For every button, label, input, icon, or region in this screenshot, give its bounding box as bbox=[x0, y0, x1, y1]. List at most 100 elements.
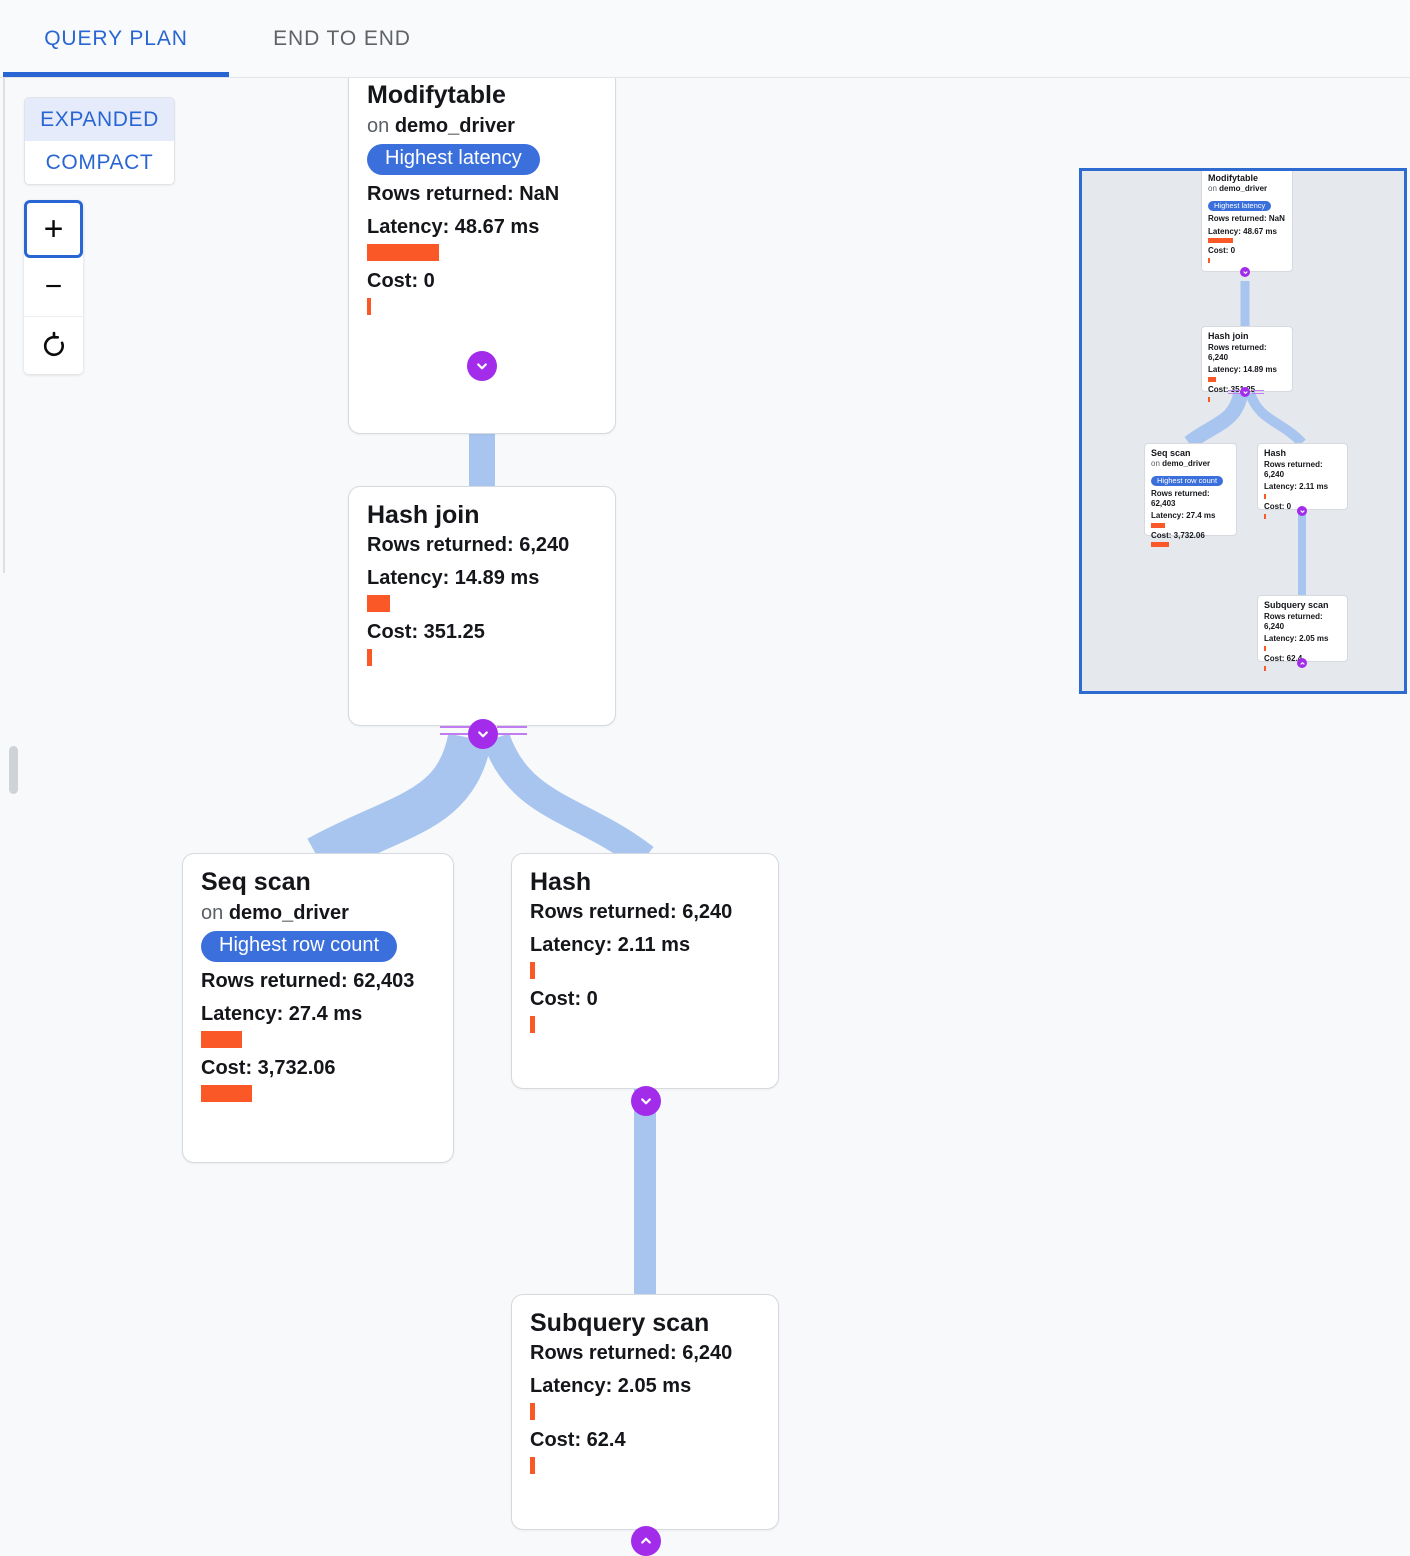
collapse-handle-modifytable[interactable] bbox=[467, 351, 497, 381]
cost-bar bbox=[1208, 396, 1210, 402]
rows-returned: Rows returned: NaN bbox=[367, 182, 560, 205]
cost-bar bbox=[1264, 665, 1266, 671]
tab-query-plan-label: QUERY PLAN bbox=[44, 26, 188, 50]
node-title: Hash join bbox=[1208, 331, 1249, 341]
node-title: Modifytable bbox=[1208, 173, 1259, 183]
cost-bar bbox=[530, 1015, 535, 1033]
plan-node-subquery-scan[interactable]: Subquery scan Rows returned: 6,240 Laten… bbox=[511, 1294, 779, 1530]
latency-bar bbox=[1208, 377, 1216, 383]
cost-metric: Cost: 3,732.06 bbox=[1151, 530, 1205, 540]
rows-returned: Rows returned: 6,240 bbox=[1208, 343, 1267, 362]
latency-metric: Latency: 48.67 ms bbox=[1208, 226, 1277, 236]
collapse-handle-subquery-scan[interactable] bbox=[631, 1526, 661, 1556]
node-on-prefix: on bbox=[367, 114, 395, 137]
latency-bar bbox=[367, 243, 439, 261]
latency-metric: Latency: 2.05 ms bbox=[1264, 634, 1329, 644]
rows-returned: Rows returned: 6,240 bbox=[530, 1341, 733, 1364]
node-title: Hash bbox=[1264, 448, 1287, 458]
zoom-out-button[interactable]: − bbox=[24, 258, 83, 316]
cost-metric: Cost: 3,732.06 bbox=[201, 1056, 336, 1079]
zoom-controls: + − bbox=[24, 200, 83, 374]
node-on-target: demo_driver bbox=[1219, 184, 1268, 194]
latency-metric: Latency: 14.89 ms bbox=[1208, 365, 1277, 375]
mode-expanded-button[interactable]: EXPANDED bbox=[25, 98, 174, 141]
latency-bar bbox=[1151, 522, 1165, 528]
chevron-down-icon bbox=[1242, 390, 1248, 394]
cost-bar bbox=[1264, 513, 1266, 519]
latency-bar bbox=[530, 1402, 535, 1420]
zoom-reset-button[interactable] bbox=[24, 316, 83, 374]
node-title: Hash bbox=[530, 868, 592, 896]
latency-bar bbox=[1264, 646, 1266, 652]
minimap-node-modifytable[interactable]: Modifytable on demo_driver Highest laten… bbox=[1201, 171, 1293, 272]
cost-metric: Cost: 0 bbox=[1264, 502, 1292, 512]
minimap-collapse-rules-right bbox=[1252, 390, 1264, 394]
latency-metric: Latency: 27.4 ms bbox=[201, 1002, 363, 1025]
cost-bar bbox=[367, 648, 372, 666]
tab-end-to-end[interactable]: END TO END bbox=[229, 0, 455, 77]
minimap-node-hash-join[interactable]: Hash join Rows returned: 6,240 Latency: … bbox=[1201, 326, 1293, 402]
latency-metric: Latency: 14.89 ms bbox=[367, 566, 540, 589]
tab-bar: QUERY PLAN END TO END bbox=[0, 0, 1410, 78]
node-title: Hash join bbox=[367, 501, 480, 529]
cost-bar bbox=[1151, 542, 1169, 548]
chevron-down-icon bbox=[1299, 509, 1305, 513]
chevron-down-icon bbox=[641, 1098, 651, 1105]
chevron-down-icon bbox=[1242, 270, 1248, 274]
tab-query-plan[interactable]: QUERY PLAN bbox=[3, 0, 229, 77]
chevron-up-icon bbox=[641, 1537, 651, 1544]
minimap-collapse-handle-subquery-scan[interactable] bbox=[1297, 658, 1307, 668]
node-on-target: demo_driver bbox=[394, 114, 515, 137]
collapse-handle-hash-join[interactable] bbox=[468, 719, 498, 749]
latency-bar bbox=[1264, 494, 1266, 500]
collapse-handle-hash[interactable] bbox=[631, 1086, 661, 1116]
plan-node-hash[interactable]: Hash Rows returned: 6,240 Latency: 2.11 … bbox=[511, 853, 779, 1089]
node-on-prefix: on bbox=[201, 901, 229, 924]
mode-compact-button[interactable]: COMPACT bbox=[45, 151, 154, 174]
latency-metric: Latency: 2.11 ms bbox=[530, 933, 691, 956]
query-plan-canvas[interactable]: Modifytable on demo_driver Highest laten… bbox=[0, 78, 1410, 1556]
node-subtitle: on demo_driver bbox=[1208, 184, 1286, 195]
cost-metric: Cost: 351.25 bbox=[1208, 385, 1255, 395]
reset-rotate-icon bbox=[43, 331, 64, 356]
cost-metric: Cost: 0 bbox=[367, 269, 435, 292]
cost-metric: Cost: 62.4 bbox=[530, 1428, 626, 1451]
node-on-target: demo_driver bbox=[228, 901, 349, 924]
latency-metric: Latency: 27.4 ms bbox=[1151, 511, 1216, 521]
minus-icon: − bbox=[44, 270, 63, 303]
cost-bar bbox=[530, 1456, 535, 1474]
latency-metric: Latency: 2.05 ms bbox=[530, 1374, 692, 1397]
minimap-collapse-handle-modifytable[interactable] bbox=[1240, 267, 1250, 277]
view-mode-toggle[interactable]: EXPANDED COMPACT bbox=[24, 97, 175, 185]
active-tab-indicator bbox=[3, 72, 229, 77]
status-badge: Highest row count bbox=[1151, 476, 1224, 487]
rows-returned: Rows returned: 6,240 bbox=[367, 533, 570, 556]
rows-returned: Rows returned: 6,240 bbox=[1264, 460, 1323, 479]
minimap-node-subquery-scan[interactable]: Subquery scan Rows returned: 6,240 Laten… bbox=[1257, 595, 1348, 671]
minimap[interactable]: Modifytable on demo_driver Highest laten… bbox=[1079, 168, 1407, 694]
rows-returned: Rows returned: 6,240 bbox=[1264, 612, 1323, 631]
rows-returned: Rows returned: 62,403 bbox=[1151, 489, 1210, 508]
cost-metric: Cost: 351.25 bbox=[367, 620, 485, 643]
status-badge: Highest latency bbox=[1208, 201, 1272, 212]
latency-bar bbox=[530, 961, 535, 979]
minimap-collapse-rules-left bbox=[1228, 390, 1240, 394]
panel-resize-handle[interactable] bbox=[9, 746, 18, 794]
plan-node-seq-scan[interactable]: Seq scan on demo_driver Highest row coun… bbox=[182, 853, 454, 1163]
minimap-collapse-handle-hash[interactable] bbox=[1297, 506, 1307, 516]
cost-bar bbox=[367, 297, 371, 315]
node-title: Modifytable bbox=[367, 81, 506, 109]
chevron-up-icon bbox=[1299, 661, 1305, 665]
minimap-collapse-handle-hash-join[interactable] bbox=[1240, 387, 1250, 397]
chevron-down-icon bbox=[478, 731, 488, 738]
plan-node-hash-join[interactable]: Hash join Rows returned: 6,240 Latency: … bbox=[348, 486, 616, 726]
tab-end-to-end-label: END TO END bbox=[273, 26, 411, 50]
zoom-in-button[interactable]: + bbox=[24, 200, 83, 258]
node-subtitle: on demo_driver bbox=[1151, 459, 1230, 470]
minimap-node-seq-scan[interactable]: Seq scan on demo_driver Highest row coun… bbox=[1144, 443, 1237, 548]
collapse-rules-left bbox=[440, 726, 470, 742]
minimap-node-hash[interactable]: Hash Rows returned: 6,240 Latency: 2.11 … bbox=[1257, 443, 1348, 519]
chevron-down-icon bbox=[477, 363, 487, 370]
node-on-target: demo_driver bbox=[1162, 459, 1211, 469]
canvas-left-border bbox=[3, 78, 5, 573]
